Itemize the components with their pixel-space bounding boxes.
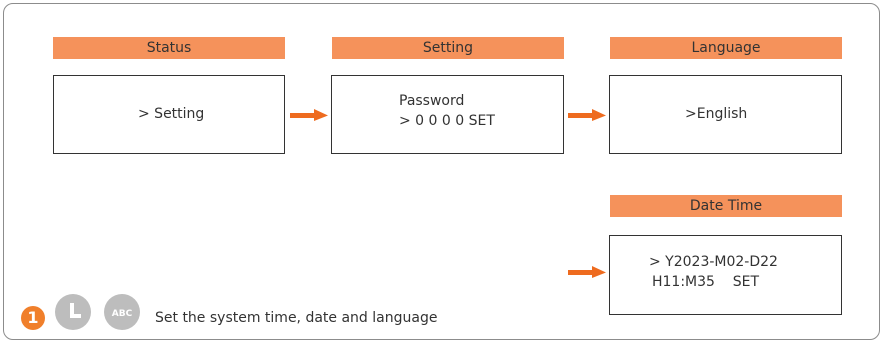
language-header: Language (610, 37, 842, 59)
language-screen: >English (609, 75, 842, 154)
date-line: > Y2023-M02-D22 (649, 254, 778, 270)
arrow-to-date-time (568, 266, 606, 278)
date-time-header: Date Time (610, 195, 842, 217)
setting-screen: Password > 0 0 0 0 SET (331, 75, 564, 154)
date-time-screen: > Y2023-M02-D22 H11:M35 SET (609, 235, 842, 315)
password-label: Password (399, 93, 465, 109)
step-number-badge: 1 (21, 306, 45, 330)
language-line-1: >English (685, 106, 748, 122)
status-line-1: > Setting (138, 106, 205, 122)
password-value: > 0 0 0 0 SET (399, 113, 495, 129)
status-screen: > Setting (53, 75, 285, 154)
diagram-frame (3, 3, 880, 340)
clock-icon (55, 294, 91, 330)
time-line: H11:M35 SET (652, 274, 760, 290)
arrow-setting-to-language (568, 109, 606, 121)
caption: Set the system time, date and language (155, 310, 438, 326)
status-header: Status (53, 37, 285, 59)
abc-icon: ABC (104, 294, 140, 330)
abc-icon-label: ABC (112, 309, 133, 319)
arrow-status-to-setting (290, 109, 328, 121)
setting-header: Setting (332, 37, 564, 59)
